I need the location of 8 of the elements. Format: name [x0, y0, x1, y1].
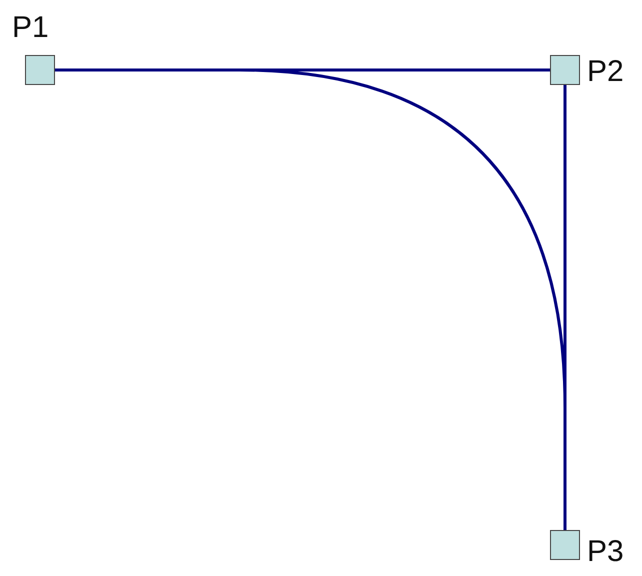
- control-point: [25, 55, 55, 85]
- point-label: P3: [587, 536, 624, 568]
- point-label: P2: [587, 56, 624, 88]
- line: [564, 85, 566, 530]
- point-label: P1: [12, 12, 49, 44]
- line: [55, 68, 550, 72]
- control-point: [550, 55, 580, 85]
- control-point: [550, 530, 580, 560]
